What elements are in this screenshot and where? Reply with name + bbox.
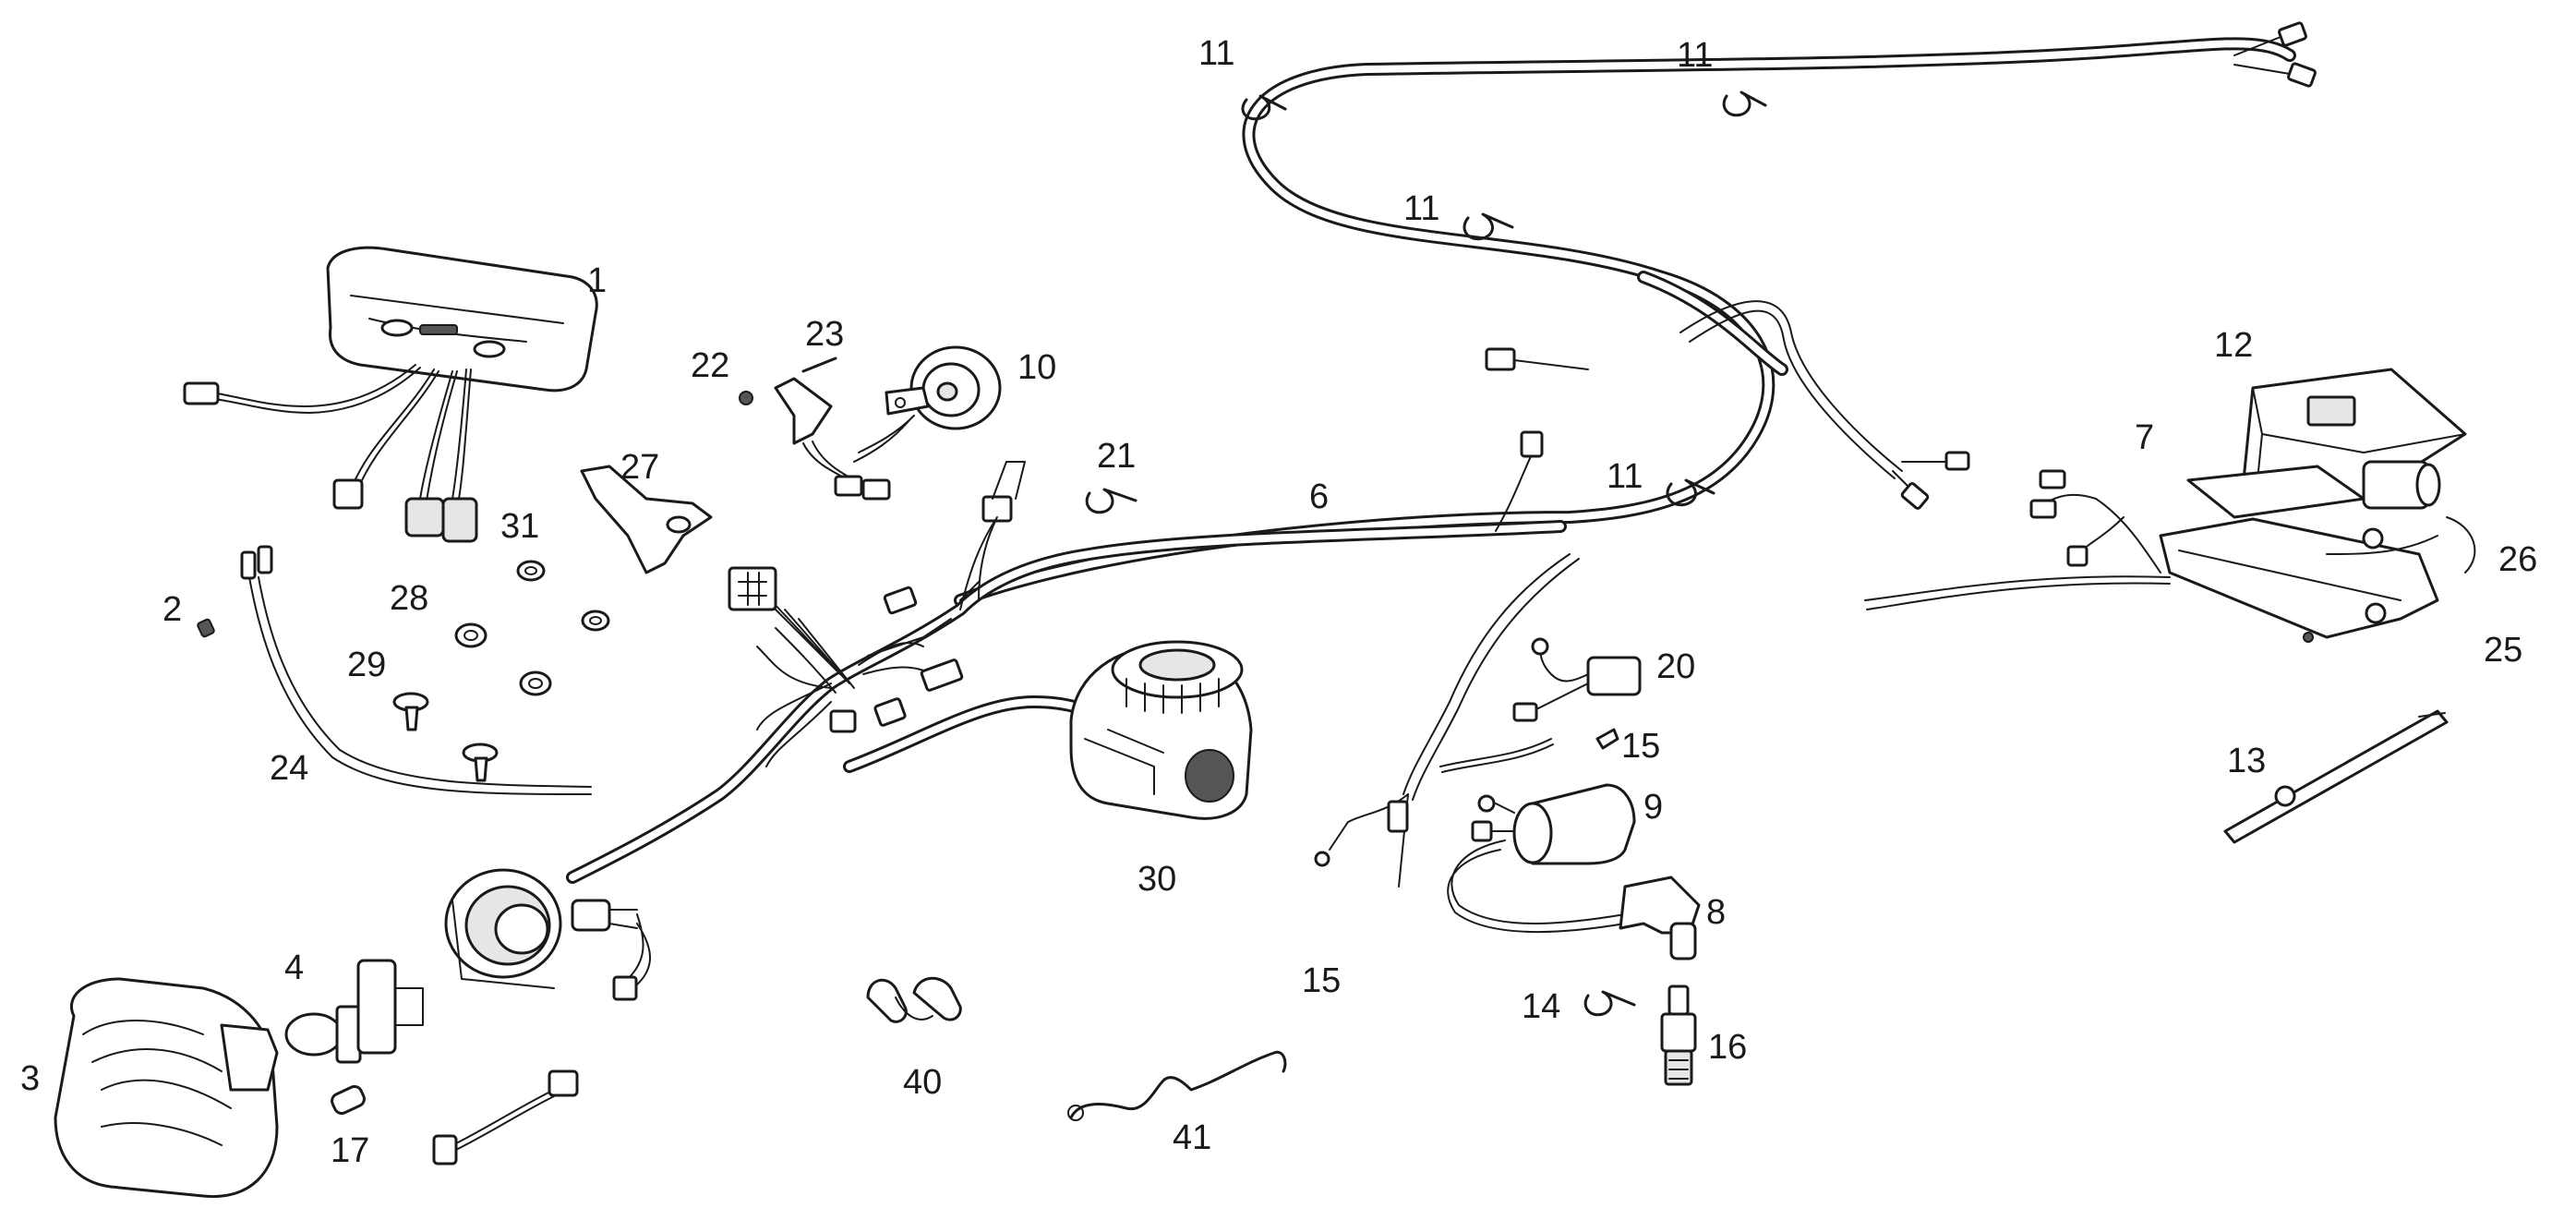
label-15: 15 (1621, 727, 1660, 766)
label-41: 41 (1173, 1118, 1211, 1157)
handlebar-switch (1069, 640, 1253, 820)
screw (1595, 728, 1619, 750)
horn-bracket (774, 377, 891, 501)
wire-spring (1067, 1050, 1287, 1121)
label-23: 23 (805, 315, 844, 354)
ignition-coil (1471, 783, 1636, 865)
regulator (1512, 637, 1642, 722)
label-11: 11 (1403, 189, 1439, 228)
label-3: 3 (20, 1059, 40, 1098)
label-8: 8 (1706, 893, 1726, 932)
label-28: 28 (390, 579, 428, 618)
headlight-housing (444, 868, 562, 989)
label-24: 24 (270, 749, 308, 788)
label-40: 40 (903, 1063, 942, 1102)
label-11: 11 (1198, 34, 1234, 73)
nut (739, 391, 753, 405)
mounting-bracket (580, 465, 713, 574)
headlight-bulb (284, 959, 424, 1064)
cdi-unit (2242, 368, 2467, 510)
label-6: 6 (1309, 477, 1329, 516)
small-bulb (197, 618, 215, 638)
label-20: 20 (1656, 647, 1695, 686)
label-11: 11 (1677, 36, 1713, 75)
label-31: 31 (500, 507, 539, 546)
cable-tie (1085, 488, 1138, 514)
regulator-lead (1439, 738, 1554, 773)
label-25: 25 (2484, 631, 2522, 670)
cable-tie (1463, 212, 1514, 241)
ht-lead (1447, 840, 1626, 933)
cable-tie (1722, 91, 1767, 117)
label-29: 29 (347, 646, 386, 684)
label-10: 10 (1017, 348, 1056, 387)
rubber-grommets (454, 560, 610, 696)
label-13: 13 (2227, 742, 2266, 780)
label-4: 4 (284, 948, 304, 987)
battery-strap (2223, 709, 2449, 844)
label-14: 14 (1522, 987, 1560, 1026)
indicator-wire (240, 545, 592, 795)
cable-tie (1583, 990, 1636, 1017)
label-2: 2 (163, 590, 182, 629)
cable-clip (866, 976, 962, 1023)
spark-plug (1660, 984, 1697, 1086)
cdi-bracket (2159, 517, 2439, 643)
cable-tie (1666, 478, 1715, 507)
spark-plug-cap (1619, 876, 1701, 960)
label-30: 30 (1138, 860, 1176, 899)
label-9: 9 (1643, 788, 1663, 827)
label-21: 21 (1097, 437, 1136, 476)
headlight-socket (571, 899, 651, 1001)
label-16: 16 (1708, 1028, 1747, 1067)
screws (392, 692, 499, 782)
horn (853, 345, 1002, 463)
insulation-pad (2186, 465, 2365, 519)
instrument-cluster (183, 246, 598, 543)
main-wiring-harness (566, 21, 2317, 888)
part-labels: 1 2 3 4 6 7 8 9 10 11 11 11 11 12 13 14 … (20, 34, 2537, 1170)
label-15: 15 (1302, 961, 1341, 1000)
cable-tie (1241, 94, 1287, 121)
bulb-socket-lead (432, 1069, 579, 1166)
label-27: 27 (620, 448, 659, 487)
label-12: 12 (2214, 326, 2253, 365)
label-26: 26 (2498, 540, 2537, 579)
label-22: 22 (691, 346, 729, 385)
horn-screw (801, 356, 837, 373)
label-17: 17 (331, 1131, 369, 1170)
label-7: 7 (2135, 418, 2154, 457)
cdi-cable (1864, 469, 2476, 610)
headlight (54, 977, 279, 1199)
label-11: 11 (1607, 457, 1643, 496)
label-1: 1 (587, 261, 607, 300)
parking-bulb (331, 1084, 366, 1116)
